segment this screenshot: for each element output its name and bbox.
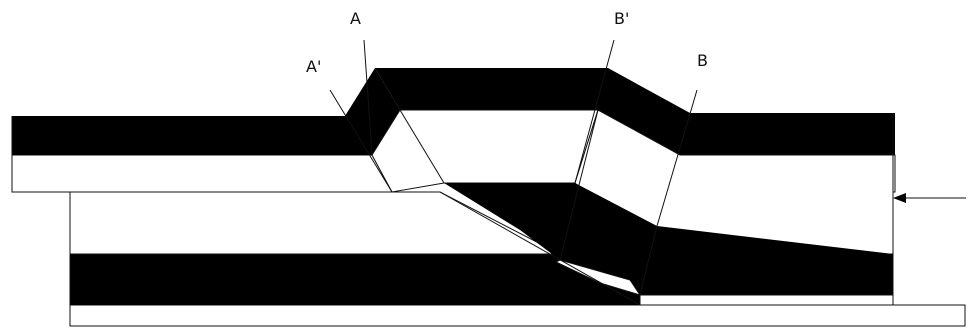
axial-surface-b [656,89,698,227]
hangingwall-left-black-layer [12,68,400,155]
crest-black-layer [375,68,895,155]
fault-ramp [439,191,641,306]
crest-white-layer [371,109,599,193]
axial-surface-a-lower [399,109,445,184]
labels: A A' B' B [306,9,708,76]
arrow-left-icon [893,193,966,203]
label-a-prime: A' [306,57,321,76]
axial-surfaces [329,39,698,306]
ramp-white-sliver [554,259,642,296]
ramp-black-layer [444,183,893,305]
axial-surface-a [363,39,373,156]
label-b-prime: B' [614,9,629,28]
label-b: B [697,51,708,70]
footwall-bottom-white-layer [69,304,966,327]
axial-surface-b-prime-lower [559,109,599,261]
axial-surface-a-prime [329,89,393,193]
axial-surface-b-prime [574,39,615,184]
hanging-wall [11,68,896,306]
axial-surface-b-lower [639,225,658,296]
label-a: A [350,9,361,28]
hangingwall-right-white-layer [639,294,894,306]
hangingwall-left-white-layer [11,154,393,193]
